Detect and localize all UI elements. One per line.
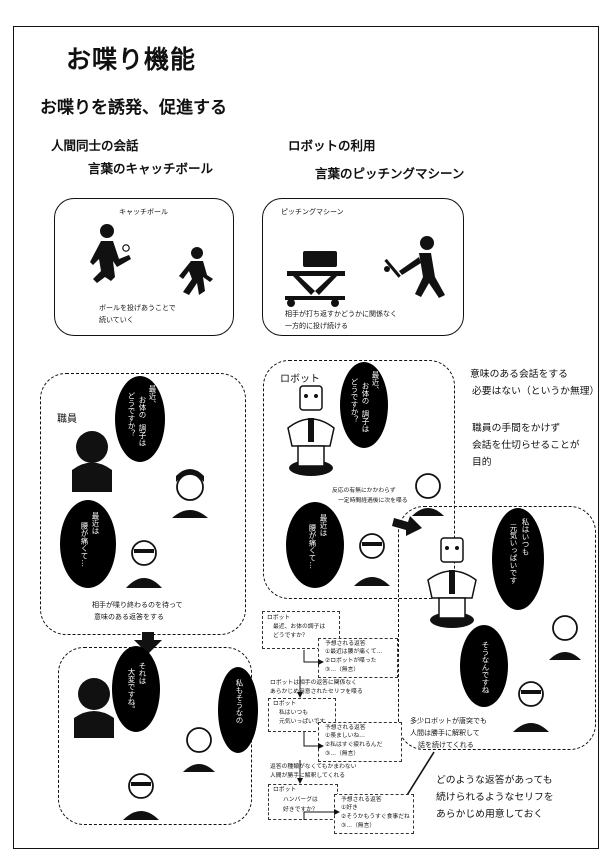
note-mid-1: 職員の手間をかけず	[472, 423, 561, 434]
robot-question-2: お体の	[361, 382, 370, 405]
staff-question-4: どうですか？	[127, 392, 136, 437]
flow-expect-2: 予想される返答 ①羨ましいね… ②私はすぐ疲れるんだ ③…（無言）	[318, 722, 402, 762]
flow-r2-a: ロボット	[273, 701, 297, 707]
flow-e2-a: 予想される返答	[325, 725, 366, 731]
staff-question-3: 調子は	[138, 424, 147, 447]
flow-e3-a: 予想される返答	[341, 797, 382, 803]
note-bottom-3: あらかじめ用意しておく	[436, 809, 544, 820]
robot-caption2-2: 人間は勝手に解釈して	[410, 729, 480, 737]
flow-r1-c: どうですか？	[273, 633, 308, 639]
note-bottom-2: 続けられるようなセリフを	[436, 792, 554, 803]
flow-r3-c: 好きですか？	[283, 807, 318, 813]
staff-reply-bubble: 最近は 腰が痛くて…	[60, 500, 116, 588]
page-subtitle: お喋りを誘発、促進する	[40, 98, 227, 118]
flow-e3-b: ①好き	[341, 805, 358, 811]
pitching-caption-2: 一方的に投げ続ける	[285, 322, 348, 330]
flow-r3-a: ロボット	[273, 787, 297, 793]
staff-reply-1: 最近は	[91, 512, 100, 535]
flow-t1-b: あらかじめ用意されたセリフを喋る	[270, 689, 363, 695]
staff-question-1: 最近、	[148, 385, 157, 408]
pitching-caption-1: 相手が打ち返すかどうかに関係なく	[285, 310, 397, 318]
flow-expect-1: 予想される返答 ①最近は腰が痛くて… ②ロボットが喋った ③…（無言）	[318, 638, 398, 678]
flow-e1-b: ①最近は腰が痛くて…	[325, 649, 383, 655]
flow-e3-c: ②そうかもうすぐ食事だね	[341, 814, 410, 820]
robot-caption-2: 一定時間経過後に次を喋る	[338, 498, 408, 504]
human-reply2-1: そうなんですね	[481, 641, 490, 694]
note-mid-3: 目的	[472, 457, 492, 468]
flow-r2-b: 私はいつも	[279, 710, 308, 716]
flow-t1-a: ロボットは相手の返答に関係なく	[270, 680, 357, 686]
robot-scene-2	[398, 506, 596, 750]
human-sub: 言葉のキャッチボール	[88, 161, 214, 176]
robot-question-4: どうですか？	[350, 378, 359, 423]
flow-e2-b: ①羨ましいね…	[325, 733, 365, 739]
flow-r1-a: ロボット	[267, 615, 291, 621]
note-bottom-1: どのような返答があっても	[436, 775, 553, 786]
staff-reply-2: 腰が痛くて…	[80, 522, 89, 567]
reply-a-2: 大変ですね。	[127, 668, 136, 713]
note-mid-2: 会話を仕切らせることが	[472, 440, 580, 451]
human-reply2-bubble: そうなんですね	[460, 625, 508, 707]
catchball-figures-icon	[90, 224, 213, 295]
note-top-1: 意味のある会話をする	[470, 369, 568, 380]
catchball-caption-1: ボールを投げあうことで	[99, 304, 176, 312]
page-frame	[13, 26, 599, 849]
flow-e1-c: ②ロボットが喋った	[325, 658, 377, 664]
robot-caption2-1: 多少ロボットが唐突でも	[410, 717, 487, 725]
robot-caption-1: 反応の有無にかかわらず	[332, 488, 396, 494]
catchball-caption-2: 続いていく	[99, 316, 134, 324]
robot-question-1: 最近、	[371, 371, 380, 394]
staff-caption-1: 相手が喋り終わるのを待って	[92, 601, 183, 609]
flow-e2-c: ②私はすぐ疲れるんだ	[325, 742, 383, 748]
pitching-title: ピッチングマシーン	[281, 208, 344, 216]
robot-reply2-bubble: 私はいつも 元気いっぱいです	[492, 508, 544, 610]
human-heading: 人間同士の会話	[51, 138, 139, 153]
flow-robot-3: ロボット ハンバーグは 好きですか？	[268, 784, 338, 820]
reply-a-1: それは	[138, 662, 147, 685]
flow-e1-a: 予想される返答	[325, 641, 366, 647]
robot-sub: 言葉のピッチングマシーン	[315, 166, 465, 181]
reply-bubble-a: それは 大変ですね。	[112, 646, 160, 732]
staff-question-bubble: 最近、 お体の 調子は どうですか？	[115, 376, 165, 462]
robot-reply2-2: 元気いっぱいです	[509, 524, 518, 584]
flow-t2-a: 返答の種類がなくてもかまわない	[270, 764, 357, 770]
flow-t2-b: 人間が勝手に解釈してくれる	[270, 773, 346, 779]
flow-expect-3: 予想される返答 ①好き ②そうかもうすぐ食事だね ③…（無言）	[334, 794, 414, 834]
pitching-machine-icon	[285, 236, 445, 307]
staff-caption-2: 意味のある返答をする	[94, 613, 164, 621]
robot-scene	[263, 360, 455, 599]
staff-question-2: お体の	[138, 396, 147, 419]
catchball-title: キャッチボール	[119, 208, 168, 216]
pitching-box: ピッチングマシーン 相手が打ち返すかどうかに関係なく 一方的に投げ続ける	[262, 198, 464, 336]
flow-e3-d: ③…（無言）	[341, 823, 376, 829]
robot-reply-bubble: 最近は 腰が痛くて…	[286, 502, 344, 588]
flow-r1-b: 最近、お体の調子は	[273, 624, 326, 630]
robot-reply-2: 腰が痛くて…	[308, 524, 317, 569]
robot-question-3: 調子は	[361, 410, 370, 433]
flow-e2-d: ③…（無言）	[325, 751, 360, 757]
reply-bubble-b: 私もそうなの	[218, 667, 258, 753]
flow-e1-d: ③…（無言）	[325, 667, 360, 673]
robot-heading: ロボットの利用	[288, 138, 376, 153]
robot-question-bubble: 最近、 お体の 調子は どうですか？	[340, 362, 388, 448]
reply-b-1: 私もそうなの	[235, 679, 244, 724]
note-top-2: 必要はない（というか無理）	[472, 386, 600, 397]
flow-r2-c: 元気いっぱいです	[279, 719, 326, 725]
robot-reply2-1: 私はいつも	[521, 518, 530, 556]
robot-label: ロボット	[280, 374, 320, 385]
page-title: お喋り機能	[66, 45, 197, 74]
staff-label: 職員	[57, 414, 77, 425]
robot-caption2-3: 話を続けてくれる	[418, 741, 474, 749]
flow-r3-b: ハンバーグは	[283, 797, 318, 803]
catchball-box: キャッチボール ボールを投げあうことで 続いていく	[54, 198, 234, 336]
robot-reply-1: 最近は	[319, 514, 328, 537]
